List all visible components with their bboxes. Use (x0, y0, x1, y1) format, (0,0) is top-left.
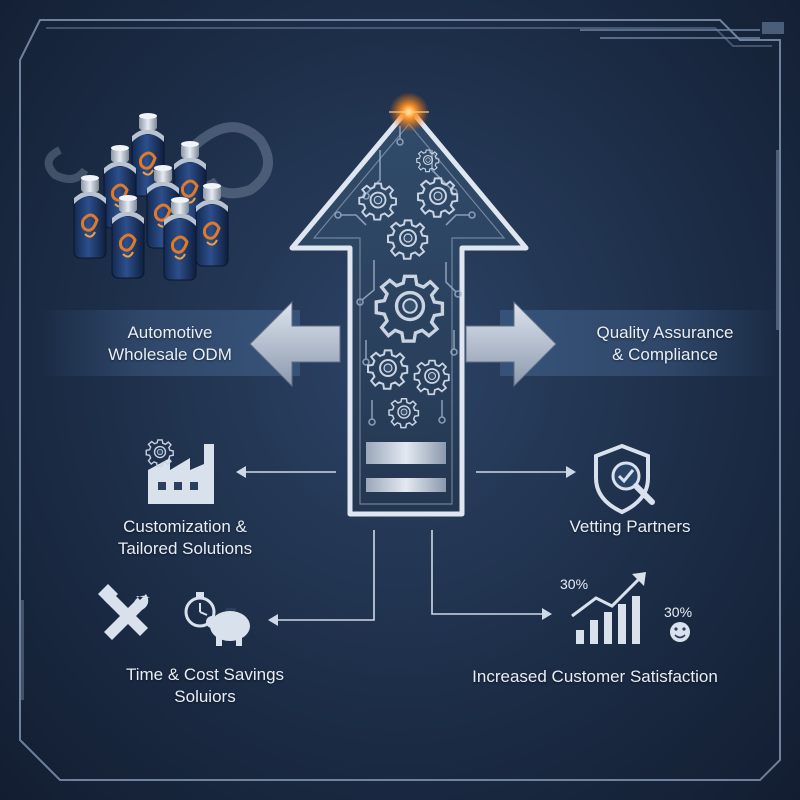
piggy-bank-icon (206, 608, 250, 646)
left-block-arrow (249, 300, 341, 388)
smiley-icon (670, 622, 690, 642)
spray-cans (44, 111, 273, 282)
corner-lines (580, 29, 760, 39)
satisfaction-label: Increased Customer Satisfaction (472, 667, 718, 686)
tools-icon (98, 584, 150, 640)
factory-gear-icon (145, 439, 214, 504)
connector-arrowheads (236, 466, 576, 626)
customization-label: Customization & Tailored Solutions (117, 517, 253, 558)
central-arrow (289, 92, 529, 517)
growth-percent: 30% (560, 576, 589, 592)
vetting-label: Vetting Partners (569, 517, 691, 536)
automotive-odm-label: Automotive Wholesale ODM (108, 323, 232, 364)
corner-tab (762, 22, 784, 34)
shield-check-icon (594, 443, 655, 515)
time-cost-label: Time & Cost Savings Soluiors (125, 665, 285, 706)
bar-chart-up-icon (571, 572, 646, 644)
arrow-bar-1 (366, 442, 446, 464)
quality-label: Quality Assurance & Compliance (596, 323, 734, 364)
connectors (240, 471, 572, 621)
right-block-arrow (465, 300, 557, 388)
stopwatch-icon (184, 592, 216, 628)
smile-percent: 30% (664, 604, 693, 620)
arrow-bar-2 (366, 478, 446, 492)
spray-can-icon (72, 173, 108, 260)
